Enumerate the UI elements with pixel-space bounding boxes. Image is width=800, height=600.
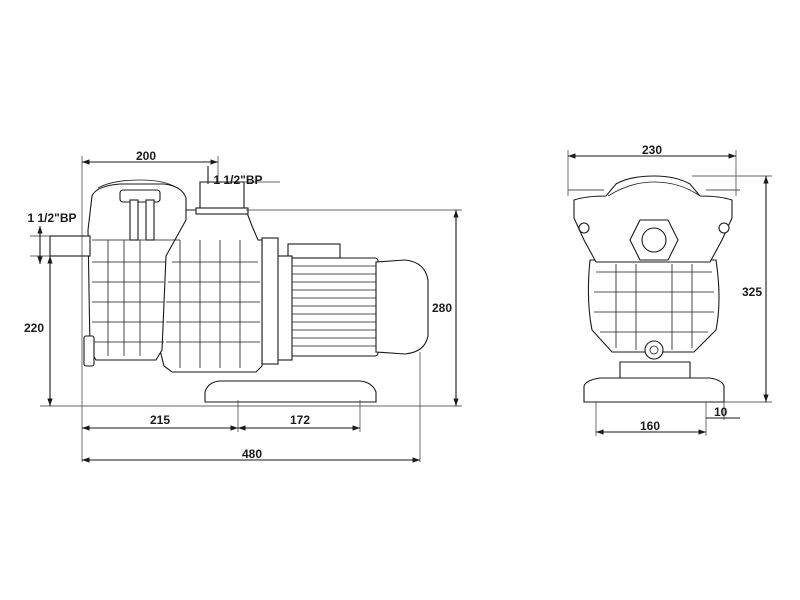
housing-ribs <box>166 240 260 368</box>
strainer-basket <box>87 179 187 361</box>
front-bolt-left <box>578 222 590 234</box>
outlet-port-hex <box>629 219 679 261</box>
pump-base <box>204 380 377 403</box>
dim-label-port-top: 1 1/2"BP <box>213 173 262 187</box>
dim-label-172: 172 <box>290 413 310 427</box>
dim-label-160: 160 <box>640 419 660 433</box>
front-flange <box>573 175 733 263</box>
front-extension-lines <box>567 150 772 436</box>
dim-label-215: 215 <box>150 413 170 427</box>
front-drain <box>644 340 664 360</box>
dim-label-280: 280 <box>432 301 452 315</box>
front-ribs <box>594 264 714 350</box>
inlet-port <box>49 235 91 257</box>
side-view: 200 1 1/2"BP 1 1/2"BP 220 280 215 172 48… <box>24 149 462 463</box>
dim-label-200: 200 <box>136 149 156 163</box>
side-extension-lines <box>30 156 462 462</box>
drain-plug <box>83 335 95 367</box>
pump-housing <box>159 181 263 373</box>
front-base <box>583 377 725 403</box>
front-housing <box>587 259 720 353</box>
front-view: 230 325 160 10 <box>567 143 772 436</box>
dim-label-220: 220 <box>24 321 44 335</box>
dim-label-230: 230 <box>642 143 662 157</box>
dim-label-480: 480 <box>242 447 262 461</box>
dim-label-10: 10 <box>714 405 728 419</box>
dim-label-port-side: 1 1/2"BP <box>27 211 76 225</box>
front-bolt-right <box>718 222 730 234</box>
motor <box>261 237 429 365</box>
dim-label-325: 325 <box>742 285 762 299</box>
motor-fins <box>292 265 376 347</box>
